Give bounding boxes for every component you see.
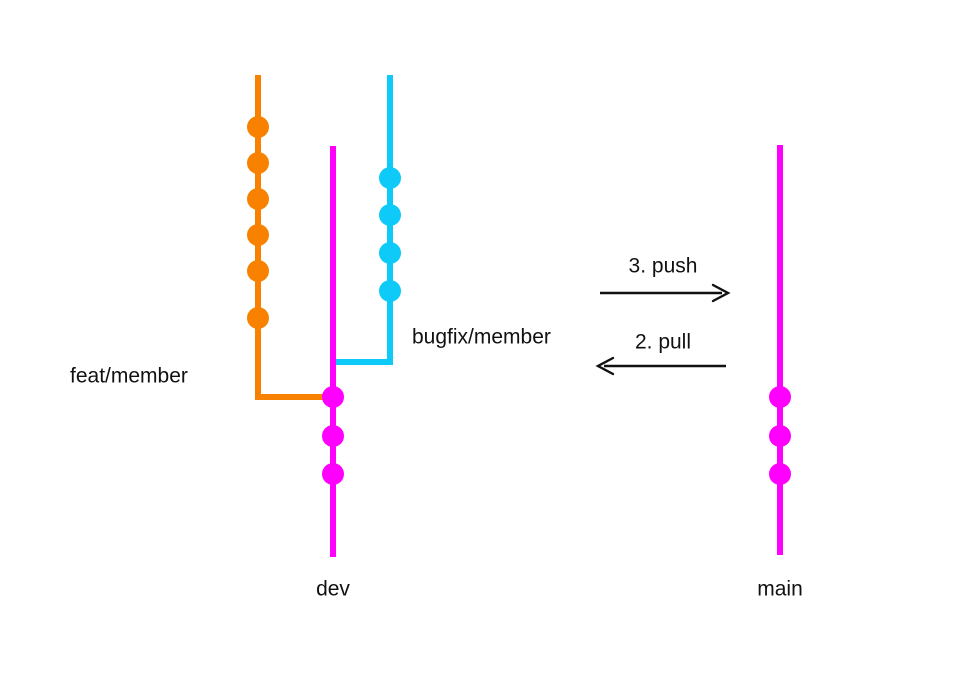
bugfix-member-commit-node[interactable] xyxy=(379,167,401,189)
push-arrow-label: 3. push xyxy=(629,255,698,278)
branch-dev[interactable] xyxy=(322,146,344,557)
dev-branch-label: dev xyxy=(316,578,350,601)
feat-member-commit-node[interactable] xyxy=(247,116,269,138)
bugfix-member-branch-label: bugfix/member xyxy=(412,326,551,349)
feat-member-branch-label: feat/member xyxy=(70,365,188,388)
feat-member-commit-node[interactable] xyxy=(247,188,269,210)
dev-commit-node[interactable] xyxy=(322,425,344,447)
feat-member-branch-line xyxy=(255,75,333,400)
pull-arrow-group xyxy=(595,356,726,376)
bugfix-member-commit-node[interactable] xyxy=(379,204,401,226)
dev-commit-node[interactable] xyxy=(322,386,344,408)
feat-member-commit-node[interactable] xyxy=(247,260,269,282)
main-commit-node[interactable] xyxy=(769,386,791,408)
feat-member-commit-node[interactable] xyxy=(247,307,269,329)
main-commit-node[interactable] xyxy=(769,425,791,447)
main-commit-node[interactable] xyxy=(769,463,791,485)
push-arrow-group xyxy=(600,283,731,303)
push-arrow-head-icon xyxy=(711,283,731,303)
feat-member-commit-node[interactable] xyxy=(247,152,269,174)
main-branch-label: main xyxy=(757,578,803,601)
branch-feat-member[interactable] xyxy=(247,75,333,400)
feat-member-commit-node[interactable] xyxy=(247,224,269,246)
bugfix-member-commit-node[interactable] xyxy=(379,242,401,264)
branch-main[interactable] xyxy=(769,145,791,555)
pull-arrow-head-icon xyxy=(595,356,615,376)
bugfix-member-commit-node[interactable] xyxy=(379,280,401,302)
dev-commit-node[interactable] xyxy=(322,463,344,485)
branch-bugfix-member[interactable] xyxy=(333,75,401,365)
pull-arrow-label: 2. pull xyxy=(635,331,691,354)
